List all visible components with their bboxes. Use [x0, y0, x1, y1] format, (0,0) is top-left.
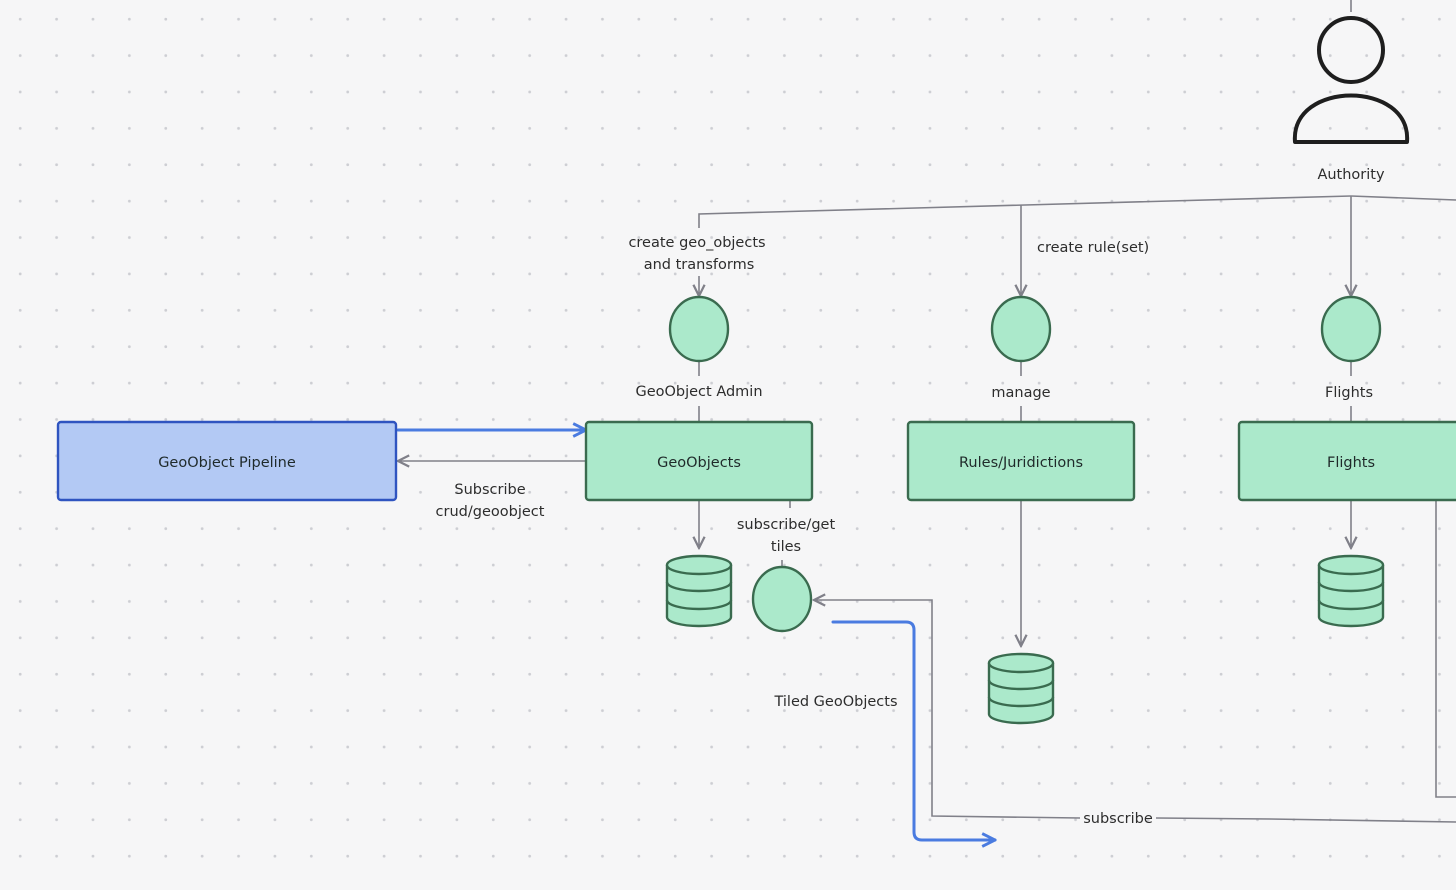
flights-database-icon[interactable] — [1317, 554, 1385, 628]
tiles-interface-label: subscribe/get — [737, 517, 836, 533]
tiled-geoobjects-label: Tiled GeoObjects — [773, 694, 897, 710]
geoobjects-box[interactable] — [584, 420, 814, 502]
rules-database-icon[interactable] — [987, 652, 1055, 725]
right-edge-connector[interactable] — [1435, 500, 1456, 798]
rules-box-label: Rules/Juridictions — [959, 455, 1083, 471]
subscribe-label: subscribe — [1083, 811, 1153, 827]
authority-label: Authority — [1317, 167, 1385, 183]
create-rules-label: create rule(set) — [1037, 240, 1149, 256]
manage-interface[interactable] — [990, 295, 1052, 363]
manage-label: manage — [991, 385, 1050, 401]
person-icon[interactable] — [1292, 16, 1410, 144]
geoobjects-database-icon[interactable] — [665, 554, 733, 628]
subscribe-connector-left[interactable] — [814, 600, 1081, 819]
tiled-geoobjects-arrow[interactable] — [831, 620, 995, 840]
geoobject-pipeline-box[interactable] — [56, 420, 398, 502]
subscribe-crud-label-2: crud/geoobject — [436, 504, 545, 520]
tiles-interface[interactable] — [751, 565, 813, 633]
flights-interface-label: Flights — [1325, 385, 1373, 401]
rules-box[interactable] — [906, 420, 1136, 502]
authority-to-admin-connector[interactable] — [698, 195, 1352, 228]
flights-box[interactable] — [1237, 420, 1456, 502]
geoobject-admin-label: GeoObject Admin — [635, 384, 762, 400]
subscribe-crud-label: Subscribe — [454, 482, 525, 498]
create-geo-label-2: and transforms — [644, 257, 755, 273]
tiles-interface-label-2: tiles — [771, 539, 801, 555]
flights-box-label: Flights — [1327, 455, 1375, 471]
geoobject-admin-interface[interactable] — [668, 295, 730, 363]
create-geo-label: create geo_objects — [628, 235, 765, 251]
subscribe-connector[interactable] — [1155, 817, 1456, 823]
geoobjects-box-label: GeoObjects — [657, 455, 741, 471]
pipeline-box-label: GeoObject Pipeline — [158, 455, 296, 471]
flights-interface[interactable] — [1320, 295, 1382, 363]
authority-right-connector[interactable] — [1350, 195, 1456, 201]
